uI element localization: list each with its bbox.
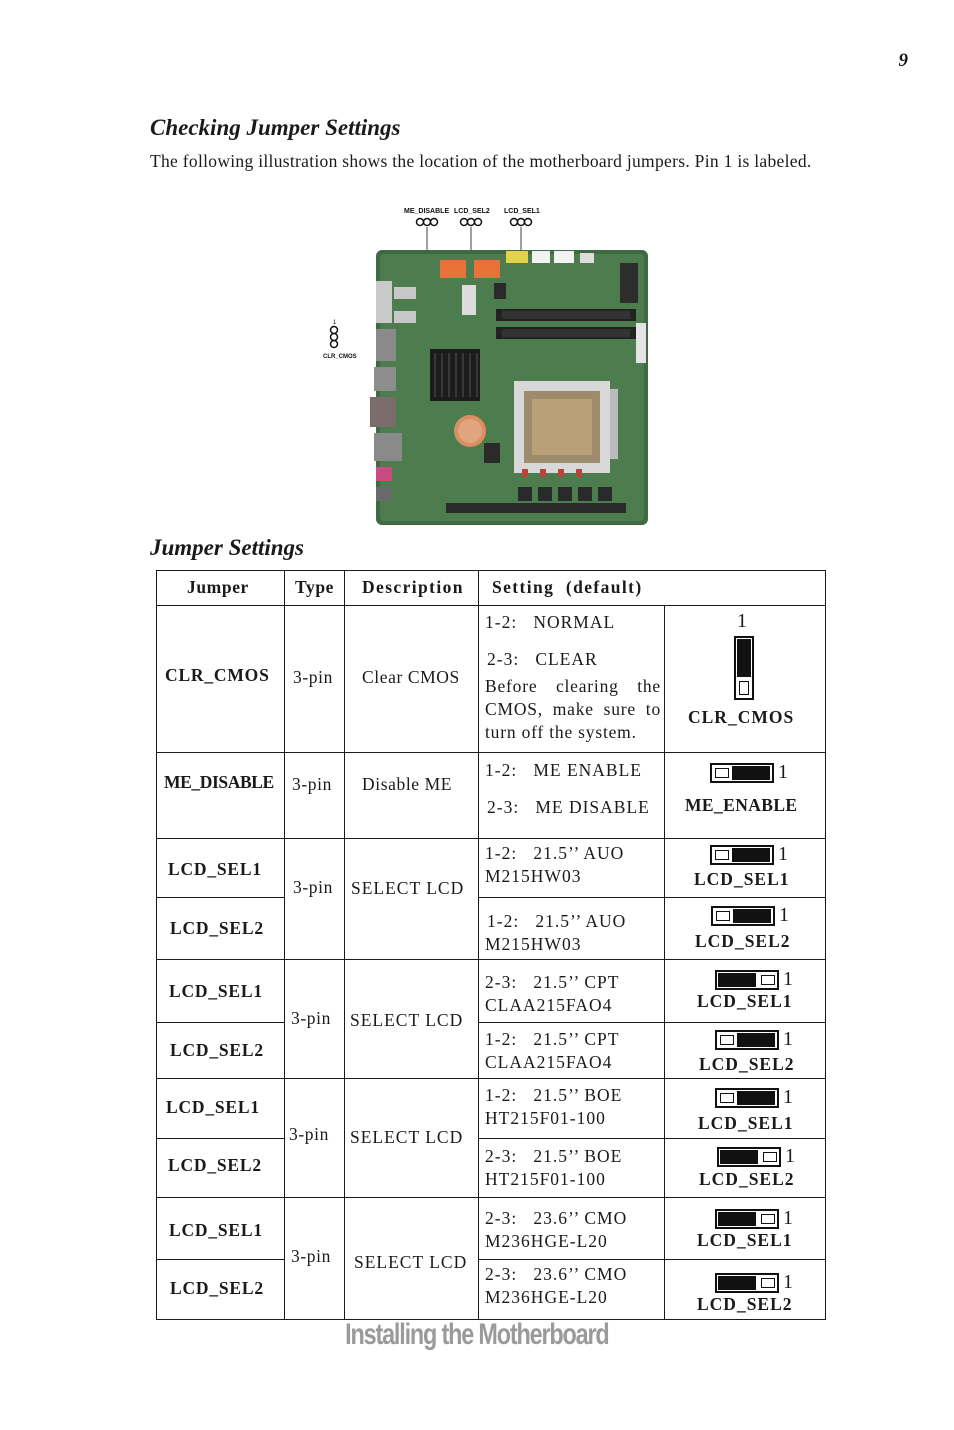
jumper-type: 3-pin [292,774,332,794]
pin-one-marker: 1 [778,761,788,783]
pin-one-marker: 1 [779,904,789,926]
jumper-type: 3-pin [289,1124,329,1144]
header-jumper: Jumper [187,577,249,597]
setting-note: Before clearing the CMOS, make sure to t… [485,676,661,742]
jumper-cap-diagram [715,1273,779,1293]
diagram-label: LCD_SEL1 [698,1113,794,1133]
diagram-label: LCD_SEL1 [697,1230,793,1250]
header-description: Description [362,577,464,597]
pin-one-marker: 1 [783,1207,793,1229]
setting-text: M236HGE-L20 [485,1287,608,1307]
diagram-label: LCD_SEL1 [694,869,790,889]
section-title-jumper-settings: Jumper Settings [150,535,305,560]
jumper-name: LCD_SEL1 [169,981,263,1001]
diagram-label: LCD_SEL2 [699,1169,795,1189]
footer-text: Installing the Motherboard [345,1318,610,1351]
svg-text:1: 1 [333,320,337,326]
jumper-cap-diagram [711,906,775,926]
diagram-label: LCD_SEL2 [697,1294,793,1314]
jumper-name: LCD_SEL2 [170,1278,264,1298]
jumper-type: 3-pin [291,1008,331,1028]
jumper-name: LCD_SEL1 [166,1097,260,1117]
section-title-checking-jumpers: Checking Jumper Settings [150,115,401,140]
intro-paragraph: The following illustration shows the loc… [150,151,812,171]
setting-text: M236HGE-L20 [485,1231,608,1251]
label-lcd-sel1: LCD_SEL1 [504,208,540,215]
jumper-name: ME_DISABLE [164,772,274,792]
jumper-description: SELECT LCD [350,1010,464,1030]
lcd-sel1-header-icon [509,217,533,227]
label-me-disable: ME_DISABLE [404,208,449,215]
motherboard-illustration: ME_DISABLE LCD_SEL2 LCD_SEL1 1 [318,203,654,527]
jumper-cap-diagram [710,763,774,783]
jumper-description: Clear CMOS [362,667,460,687]
pin-one-marker: 1 [783,1028,793,1050]
setting-text: 1-2: 21.5’’ AUO [487,911,627,931]
diagram-label: LCD_SEL2 [699,1054,795,1074]
page-number: 9 [898,50,909,71]
lcd-sel2-header-icon [459,217,483,227]
setting-text: 2-3: 21.5’’ CPT [485,972,620,992]
setting-text: CLAA215FAO4 [485,1052,613,1072]
pin-one-marker: 1 [783,968,793,990]
jumper-cap-diagram [715,1209,779,1229]
jumper-description: Disable ME [362,774,453,794]
header-type: Type [295,577,335,597]
setting-text: 1-2: ME ENABLE [485,760,642,780]
setting-text: 2-3: 23.6’’ CMO [485,1264,628,1284]
jumper-description: SELECT LCD [354,1252,468,1272]
jumper-type: 3-pin [293,877,333,897]
jumper-cap-diagram [717,1147,781,1167]
jumper-description: SELECT LCD [351,878,465,898]
diagram-label: LCD_SEL1 [697,991,793,1011]
jumper-type: 3-pin [291,1246,331,1266]
jumper-cap-diagram [734,636,754,700]
setting-text: 1-2: 21.5’’ CPT [485,1029,620,1049]
jumper-description: SELECT LCD [350,1127,464,1147]
pin-one-marker: 1 [737,610,747,632]
jumper-name: LCD_SEL1 [169,1220,263,1240]
setting-text: 1-2: NORMAL [485,612,616,632]
clr-cmos-header-icon [329,325,339,349]
setting-text: 1-2: 21.5’’ BOE [485,1085,623,1105]
diagram-label: ME_ENABLE [685,795,798,815]
setting-text: 2-3: ME DISABLE [487,797,650,817]
diagram-label: CLR_CMOS [688,707,795,727]
label-clr-cmos: CLR_CMOS [323,354,357,360]
me-disable-header-icon [415,217,439,227]
setting-text: 2-3: CLEAR [487,649,598,669]
setting-text: CLAA215FAO4 [485,995,613,1015]
jumper-name: LCD_SEL2 [170,1040,264,1060]
jumper-cap-diagram [715,1088,779,1108]
pin-one-marker: 1 [783,1271,793,1293]
pin-one-marker: 1 [778,843,788,865]
diagram-label: LCD_SEL2 [695,931,791,951]
setting-text: HT215F01-100 [485,1108,606,1128]
setting-text: 1-2: 21.5’’ AUO [485,843,625,863]
jumper-name: LCD_SEL2 [170,918,264,938]
setting-text: 2-3: 21.5’’ BOE [485,1146,623,1166]
setting-text: M215HW03 [485,934,582,954]
jumper-cap-diagram [715,970,779,990]
pin-one-marker: 1 [785,1145,795,1167]
jumper-cap-diagram [710,845,774,865]
footer-chapter-title: Installing the Motherboard [0,1318,954,1352]
setting-text: 2-3: 23.6’’ CMO [485,1208,628,1228]
setting-text: HT215F01-100 [485,1169,606,1189]
jumper-name: CLR_CMOS [165,665,270,685]
label-lcd-sel2: LCD_SEL2 [454,208,490,215]
jumper-cap-diagram [715,1030,779,1050]
setting-text: M215HW03 [485,866,582,886]
jumper-name: LCD_SEL1 [168,859,262,879]
jumper-type: 3-pin [293,667,333,687]
jumper-name: LCD_SEL2 [168,1155,262,1175]
header-setting: Setting (default) [492,577,643,597]
pin-one-marker: 1 [783,1086,793,1108]
